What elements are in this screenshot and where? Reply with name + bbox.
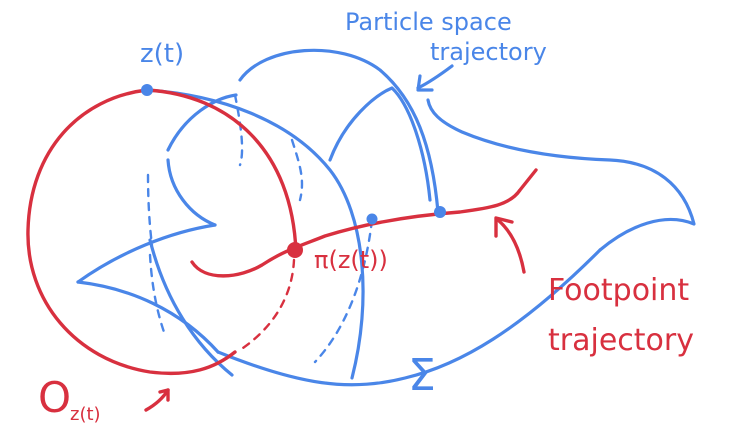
point-pi-z-t <box>287 242 303 258</box>
surface-left-tongue-lower <box>76 280 220 354</box>
label-particle-line1: Particle space <box>345 8 512 36</box>
arrow-footpoint-label <box>494 216 526 274</box>
surface-sigma <box>76 98 696 387</box>
trajectory-hidden-4 <box>313 218 374 364</box>
arrow-particle-label <box>416 64 454 92</box>
point-z-t <box>141 84 153 96</box>
surface-right-edge <box>426 98 696 252</box>
trajectory-arc-top <box>238 48 440 214</box>
orbit-circle-solid <box>26 88 237 376</box>
label-sigma: Σ <box>408 350 436 401</box>
surface-left-tongue <box>76 223 217 284</box>
label-z-t: z(t) <box>140 39 184 69</box>
label-orbit-main: O <box>38 373 71 422</box>
trajectory-arc-mid <box>328 86 432 202</box>
orbit-circle-front-arc <box>145 88 298 254</box>
orbit-circle-hidden-arc <box>238 258 296 352</box>
label-footpoint-line1: Footpoint <box>548 273 689 308</box>
footpoint-trajectory <box>190 168 538 278</box>
trajectory-hidden-3 <box>148 253 167 337</box>
surface-bottom-edge <box>216 248 602 387</box>
footpoint-curve <box>190 168 538 278</box>
label-footpoint-line2: trajectory <box>548 323 694 358</box>
trajectory-arc-inner <box>166 93 238 152</box>
surface-top-left <box>166 158 217 227</box>
trajectory-hidden-2 <box>290 138 304 202</box>
point-trajectory-1 <box>366 213 378 225</box>
label-particle-line2: trajectory <box>430 38 547 66</box>
arrow-orbit-label <box>144 388 170 412</box>
label-orbit-sub: z(t) <box>70 404 101 425</box>
trajectory-hidden-5 <box>146 173 154 247</box>
orbit-circle <box>26 88 298 376</box>
label-pi-z-t: π(z(t)) <box>314 246 388 274</box>
trajectory-hidden-1 <box>233 93 244 167</box>
point-trajectory-2 <box>434 206 446 218</box>
